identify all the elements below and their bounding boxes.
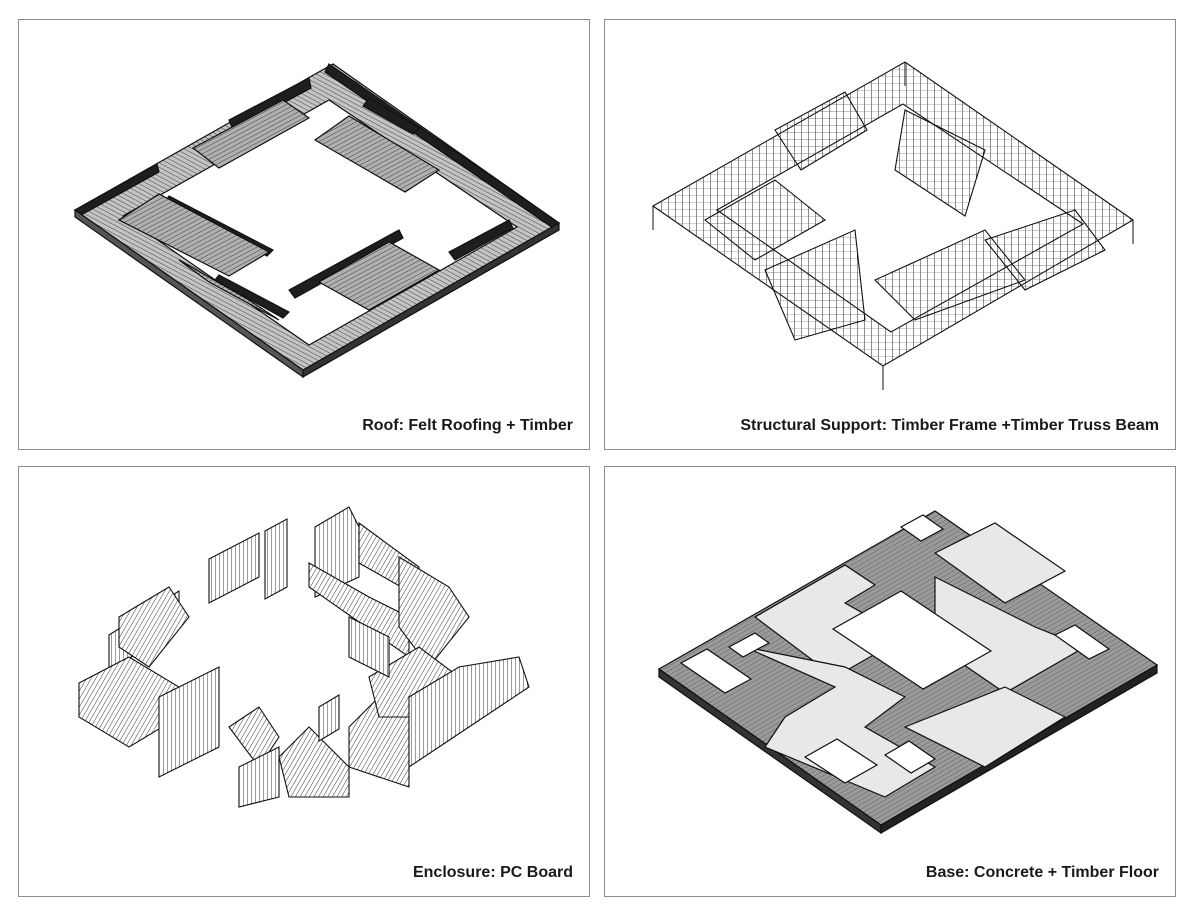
- base-caption: Base: Concrete + Timber Floor: [925, 864, 1159, 881]
- courtyard-void: [831, 590, 993, 690]
- enclosure-caption: Enclosure: PC Board: [412, 864, 573, 881]
- roof-gable: [191, 99, 311, 169]
- roof-caption: Roof: Felt Roofing + Timber: [362, 417, 573, 434]
- floor-opening: [679, 648, 753, 694]
- roof-eave-west: [73, 163, 160, 215]
- structure-panel: Structural Support: Timber Frame +Timber…: [604, 19, 1176, 450]
- roof-panel: Roof: Felt Roofing + Timber: [18, 19, 590, 450]
- base-axonometric-drawing: [657, 510, 1159, 835]
- structure-axonometric-drawing: [651, 61, 1135, 390]
- base-panel: Base: Concrete + Timber Floor: [604, 466, 1176, 897]
- structure-caption: Structural Support: Timber Frame +Timber…: [740, 417, 1159, 434]
- roof-axonometric-drawing: [73, 63, 561, 379]
- enclosure-panel: Enclosure: PC Board: [18, 466, 590, 897]
- enclosure-axonometric-drawing: [78, 506, 530, 808]
